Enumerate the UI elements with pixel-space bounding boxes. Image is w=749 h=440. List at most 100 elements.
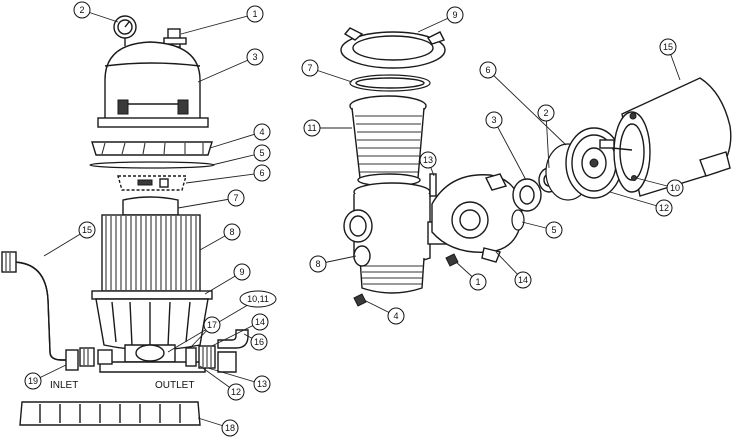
filter-callout-circle <box>203 316 221 334</box>
filter-leader-line <box>211 152 263 166</box>
filter-callout-circle <box>253 164 271 182</box>
filter-callout-number: 12 <box>231 387 241 397</box>
filter-callout-circle <box>78 221 96 239</box>
pump-callout: 5 <box>545 221 563 239</box>
filter-callout-circle <box>246 5 264 23</box>
pump-callout-number: 3 <box>491 115 496 125</box>
pump-callout-number: 12 <box>659 203 669 213</box>
filter-callout-circle <box>250 333 268 351</box>
filter-callout-circle <box>227 189 245 207</box>
volute-part <box>431 173 523 263</box>
filter-callout-number: 8 <box>229 227 234 237</box>
filter-callout: 4 <box>253 123 271 141</box>
pump-callout-number: 2 <box>543 108 548 118</box>
pump-callout-number: 8 <box>315 259 320 269</box>
filter-callout: 7 <box>227 189 245 207</box>
pump-assembly <box>340 27 732 307</box>
filter-callout-circle <box>239 290 277 308</box>
motor-screw-part <box>631 175 637 181</box>
pump-callout-circle <box>659 38 677 56</box>
diffuser-part <box>117 175 187 191</box>
pump-callout: 10 <box>666 179 684 197</box>
pump-callout-number: 15 <box>663 42 673 52</box>
pump-callout-circle <box>469 273 487 291</box>
strainer-lid-part <box>340 27 446 69</box>
pump-callout-number: 5 <box>551 225 556 235</box>
pump-callout-circle <box>387 307 405 325</box>
filter-callout-number: 5 <box>259 148 264 158</box>
filter-callout-circle <box>246 48 264 66</box>
pump-callout-circle <box>666 179 684 197</box>
filter-callout: 14 <box>251 313 269 331</box>
filter-callout-circle <box>251 313 269 331</box>
pump-callout-number: 6 <box>485 65 490 75</box>
pump-callout: 9 <box>446 6 464 24</box>
pump-callout-circle <box>479 61 497 79</box>
pump-callout-number: 14 <box>518 275 528 285</box>
filter-callout: 6 <box>253 164 271 182</box>
pump-callout-circle <box>655 199 673 217</box>
filter-callout: 15 <box>78 221 96 239</box>
filter-callout-number: 7 <box>233 193 238 203</box>
filter-callout: 13 <box>253 375 271 393</box>
pump-callout: 3 <box>485 111 503 129</box>
filter-callout-number: 15 <box>82 225 92 235</box>
filter-callout-number: 13 <box>257 379 267 389</box>
filter-callout-circle <box>221 419 239 437</box>
filter-callout-circle <box>233 263 251 281</box>
inlet-fittings-part <box>79 347 113 367</box>
filter-callout: 2 <box>73 1 91 19</box>
filter-callout-number: 18 <box>225 423 235 433</box>
pump-leader-line <box>545 112 550 169</box>
pump-callout: 7 <box>301 59 319 77</box>
pressure-gauge-part <box>113 15 137 46</box>
filter-callout: 12 <box>227 383 245 401</box>
filter-callout-number: 1 <box>252 9 257 19</box>
filter-leader-line <box>177 197 237 209</box>
pump-callout-circle <box>485 111 503 129</box>
filter-leader-line <box>207 367 263 385</box>
tank-o-ring-part <box>89 161 215 169</box>
filter-callout: 17 <box>203 316 221 334</box>
pump-callout: 4 <box>387 307 405 325</box>
diffuser-ring-part <box>512 178 542 212</box>
pump-callout: 1 <box>469 273 487 291</box>
pump-callout-circle <box>419 151 437 169</box>
pump-callout-number: 7 <box>307 63 312 73</box>
tank-body-part <box>91 290 213 373</box>
pump-callout: 8 <box>309 255 327 273</box>
filter-callout: 9 <box>233 263 251 281</box>
filter-callout: 3 <box>246 48 264 66</box>
diffuser-o-ring-part <box>511 209 525 231</box>
pump-callout-circle <box>303 119 321 137</box>
filter-callout-circle <box>253 123 271 141</box>
pump-callout-number: 1 <box>475 277 480 287</box>
filter-callout-number: 4 <box>259 127 264 137</box>
pump-leader-line <box>609 191 665 209</box>
filter-callout: 5 <box>253 144 271 162</box>
filter-assembly <box>1 15 249 426</box>
hose-part <box>1 251 79 371</box>
filter-callout-number: 10,11 <box>247 294 269 304</box>
outlet-fittings-part <box>185 345 216 369</box>
filter-callout-number: 9 <box>239 267 244 277</box>
air-relief-valve-part <box>163 28 187 48</box>
filter-callout-number: 6 <box>259 168 264 178</box>
outlet-elbow-part <box>217 329 249 373</box>
pump-callout-number: 13 <box>423 155 433 165</box>
pump-callout-circle <box>309 255 327 273</box>
seal-plate-part <box>565 127 623 199</box>
filter-callout-number: 17 <box>207 320 217 330</box>
pump-callout: 6 <box>479 61 497 79</box>
filter-callout-number: 16 <box>254 337 264 347</box>
pump-callout-circle <box>446 6 464 24</box>
filter-cartridge-part <box>101 196 201 292</box>
filter-callout-number: 14 <box>255 317 265 327</box>
filter-leader-line <box>180 13 256 35</box>
filter-leader-line <box>197 56 256 83</box>
filter-callout: 19 <box>24 372 42 390</box>
housing-gasket-part <box>429 173 437 197</box>
